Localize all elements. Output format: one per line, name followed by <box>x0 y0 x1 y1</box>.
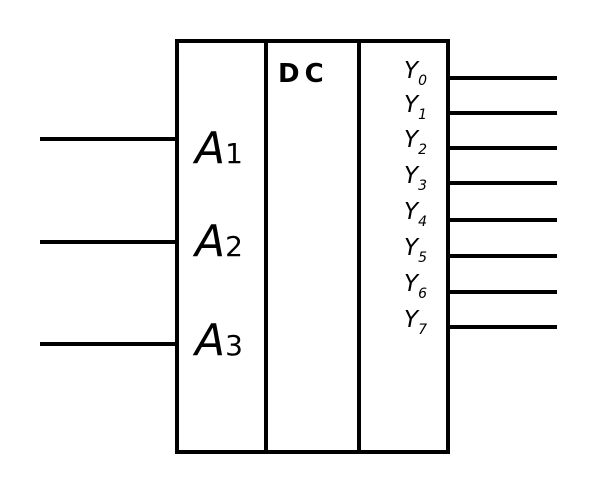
output-label-y0: Y0 <box>404 58 427 89</box>
input-label-a3: A3 <box>192 315 243 366</box>
decoder-block-outline <box>175 39 450 454</box>
output-label-y3: Y3 <box>404 163 427 194</box>
output-label-y2: Y2 <box>404 127 427 158</box>
output-label-y5: Y5 <box>404 235 427 266</box>
output-label-y7: Y7 <box>404 307 427 338</box>
output-label-y4: Y4 <box>404 199 427 230</box>
output-label-y1: Y1 <box>404 92 427 123</box>
decoder-function-label: DC <box>278 59 329 89</box>
input-label-a2: A2 <box>192 216 243 267</box>
input-label-a1: A1 <box>192 123 243 174</box>
output-label-y6: Y6 <box>404 271 427 302</box>
